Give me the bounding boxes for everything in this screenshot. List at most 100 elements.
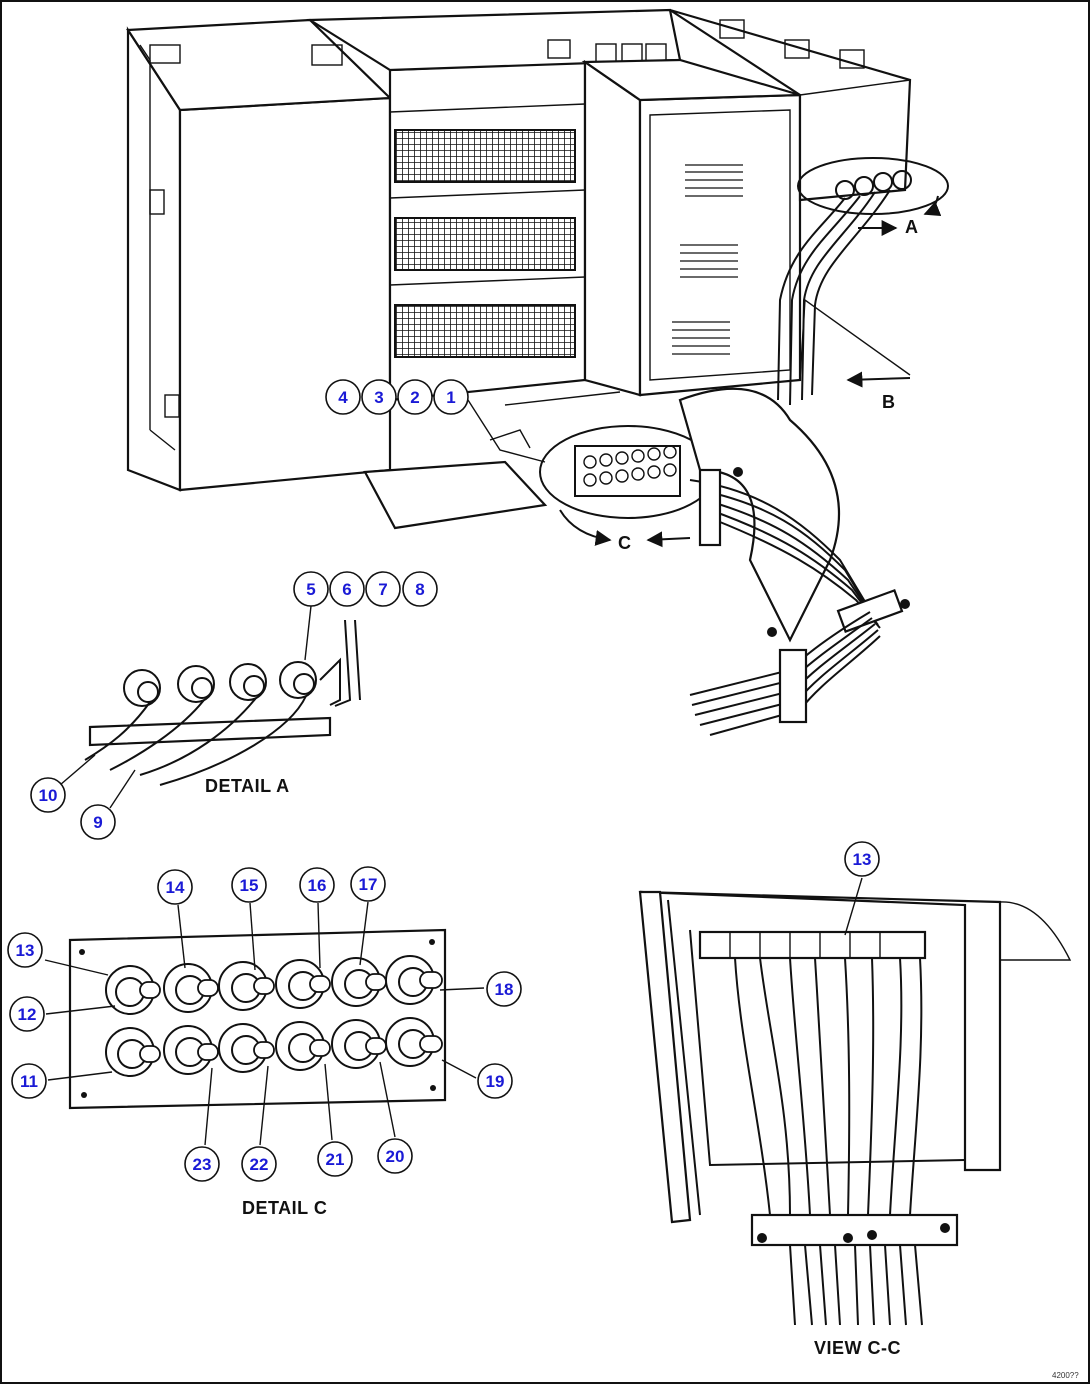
callout-circle	[329, 571, 365, 607]
callout-circle	[241, 1146, 277, 1182]
callout-18: 18	[486, 971, 522, 1007]
callout-number: 20	[386, 1147, 405, 1166]
callout-3: 3	[361, 379, 397, 415]
callout-circle	[350, 866, 386, 902]
arrow-label-b: B	[882, 392, 896, 412]
callout-5: 5	[293, 571, 329, 607]
callout-circle	[486, 971, 522, 1007]
callout-6: 6	[329, 571, 365, 607]
callout-circle	[844, 841, 880, 877]
main-cabinet-assembly	[126, 8, 949, 736]
callout-circle	[377, 1138, 413, 1174]
callout-13: 13	[7, 932, 43, 968]
callout-number: 22	[250, 1155, 269, 1174]
detail-c-circle	[539, 425, 717, 519]
view-cc-frame	[639, 890, 1002, 1172]
callout-circle	[80, 804, 116, 840]
detail-c-glands-small	[583, 445, 677, 487]
left-cabinet-front	[178, 96, 392, 492]
callout-17: 17	[350, 866, 386, 902]
callout-9: 9	[80, 804, 116, 840]
detail-a-label: DETAIL A	[205, 776, 290, 796]
callout-number: 4	[338, 388, 348, 407]
callout-number: 2	[410, 388, 419, 407]
callout-4: 4	[325, 379, 361, 415]
callout-22: 22	[241, 1146, 277, 1182]
callout-number: 9	[93, 813, 102, 832]
grille-upper	[394, 129, 576, 183]
callout-circle	[433, 379, 469, 415]
callout-number: 23	[193, 1155, 212, 1174]
callout-circle	[402, 571, 438, 607]
callout-number: 8	[415, 580, 424, 599]
callout-number: 18	[495, 980, 514, 999]
callout-number: 12	[18, 1005, 37, 1024]
detail-c-label: DETAIL C	[242, 1198, 327, 1218]
cable-conduit	[678, 387, 841, 643]
detail-c-plate	[574, 445, 681, 497]
callout-1: 1	[433, 379, 469, 415]
view-cc-drawing	[638, 877, 1072, 1326]
callout-circle	[157, 869, 193, 905]
callout-number: 21	[326, 1150, 345, 1169]
callout-circle	[365, 571, 401, 607]
callout-number: 17	[359, 875, 378, 894]
callout-number: 11	[20, 1072, 38, 1091]
cable-clamp-upper	[698, 468, 722, 547]
detail-a-glands-large	[123, 661, 317, 707]
callout-number: 10	[39, 786, 58, 805]
grille-lower	[394, 304, 576, 358]
callout-number: 1	[446, 388, 455, 407]
control-cabinet-side	[583, 59, 642, 397]
callout-circle	[30, 777, 66, 813]
callout-16: 16	[299, 867, 335, 903]
callout-20: 20	[377, 1138, 413, 1174]
view-cc-clamp	[750, 1213, 959, 1247]
callout-13: 13	[844, 841, 880, 877]
callout-number: 13	[853, 850, 872, 869]
callout-23: 23	[184, 1146, 220, 1182]
detail-a-glands	[835, 170, 912, 200]
callout-7: 7	[365, 571, 401, 607]
callout-circle	[11, 1063, 47, 1099]
callout-circle	[231, 867, 267, 903]
callout-number: 6	[342, 580, 351, 599]
view-cc-lower-cables	[789, 1244, 923, 1326]
callout-number: 16	[308, 876, 327, 895]
callout-circle	[7, 932, 43, 968]
callout-10: 10	[30, 777, 66, 813]
terminal-block-labels	[672, 164, 743, 355]
detail-c-plate-large	[68, 928, 447, 1110]
callout-number: 14	[166, 878, 185, 897]
cable-bundle	[689, 467, 910, 736]
base-plate	[363, 460, 548, 530]
callout-number: 13	[16, 941, 35, 960]
arrow-label-a: A	[905, 217, 919, 237]
callout-circle	[317, 1141, 353, 1177]
detail-a-bracket	[88, 716, 332, 747]
view-cc-cables	[734, 957, 923, 1216]
callout-number: 15	[240, 876, 259, 895]
cable-clamp-lower	[778, 648, 808, 724]
callout-circle	[293, 571, 329, 607]
callout-circle	[361, 379, 397, 415]
view-cc-label: VIEW C-C	[814, 1338, 901, 1358]
detail-c-drawing	[44, 901, 485, 1146]
callout-number: 5	[306, 580, 315, 599]
detail-c-cable-stubs	[139, 971, 443, 1063]
callout-19: 19	[477, 1063, 513, 1099]
callout-15: 15	[231, 867, 267, 903]
view-cc-connector-bar	[698, 930, 927, 960]
callout-circle	[325, 379, 361, 415]
callout-2: 2	[397, 379, 433, 415]
arrow-label-c: C	[618, 533, 632, 553]
callout-circle	[299, 867, 335, 903]
callout-circle	[477, 1063, 513, 1099]
detail-a-drawing	[59, 605, 361, 809]
view-cc-left-rail	[638, 890, 692, 1224]
callout-number: 7	[378, 580, 387, 599]
